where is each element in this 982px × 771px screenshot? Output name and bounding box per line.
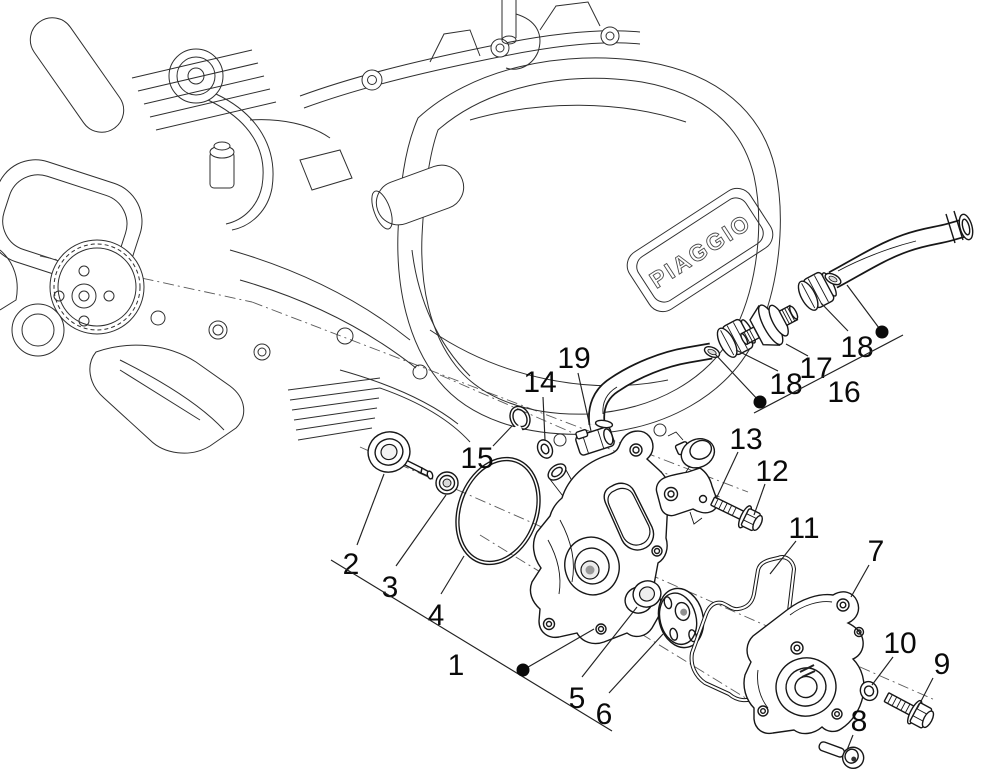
callout-number: 7 bbox=[868, 535, 885, 568]
part-2-bearing-shaft bbox=[367, 431, 434, 480]
leader-line bbox=[542, 396, 546, 441]
leader-line bbox=[846, 734, 854, 751]
leader-line bbox=[820, 302, 849, 332]
callout-10-13: 10 bbox=[871, 627, 917, 686]
part-16-hose-lower bbox=[588, 342, 721, 429]
callout-number: 18 bbox=[769, 368, 802, 401]
leader-line bbox=[753, 483, 766, 516]
callout-number: 4 bbox=[428, 599, 445, 632]
callout-7-12: 7 bbox=[850, 535, 885, 598]
callout-15-6: 15 bbox=[460, 425, 513, 475]
leader-dot bbox=[875, 325, 889, 339]
part-9-bolt bbox=[883, 692, 935, 729]
bracket-line bbox=[330, 559, 613, 732]
part-17-fitting bbox=[740, 304, 799, 346]
part-10-washer bbox=[859, 680, 879, 702]
leader-line bbox=[850, 564, 870, 598]
callout-number: 8 bbox=[851, 705, 868, 738]
part-15-snap-ring bbox=[509, 405, 531, 436]
callout-number: 11 bbox=[788, 512, 819, 545]
part-6-impeller bbox=[657, 587, 705, 649]
callout-5-4: 5 bbox=[569, 606, 638, 715]
part-7-pump-cover bbox=[743, 591, 865, 735]
part-18-clamp-right bbox=[797, 271, 837, 311]
callout-number: 19 bbox=[557, 342, 590, 375]
part-5-bushing bbox=[624, 580, 662, 614]
piaggio-badge: PIAGGIO bbox=[626, 187, 774, 313]
callout-11-11: 11 bbox=[769, 512, 820, 575]
leader-line bbox=[714, 353, 761, 403]
callout-number: 18 bbox=[840, 331, 873, 364]
leader-line bbox=[871, 656, 894, 686]
callout-number: 1 bbox=[448, 649, 465, 682]
leader-line bbox=[769, 540, 797, 575]
engine-assembly: PIAGGIO bbox=[0, 0, 781, 454]
callout-number: 6 bbox=[596, 698, 613, 731]
leader-line bbox=[522, 628, 595, 671]
callout-number: 2 bbox=[343, 548, 360, 581]
part-14-washer bbox=[536, 439, 554, 459]
callout-number: 3 bbox=[382, 571, 399, 604]
leader-line bbox=[846, 284, 883, 333]
callout-3-1: 3 bbox=[382, 494, 447, 604]
callout-number: 13 bbox=[729, 423, 762, 456]
callout-17-16: 17 bbox=[785, 343, 833, 385]
part-3-seal bbox=[435, 471, 459, 495]
callout-1-3: 1 bbox=[330, 559, 613, 732]
part-13-bracket bbox=[655, 431, 719, 525]
callout-18-18: 18 bbox=[820, 302, 874, 364]
callout-number: 10 bbox=[883, 627, 916, 660]
callout-16-19: 16 bbox=[714, 284, 904, 414]
callout-18-17: 18 bbox=[735, 349, 803, 401]
part-16-hose-upper bbox=[824, 210, 974, 289]
leader-line bbox=[395, 494, 447, 567]
callout-number: 16 bbox=[827, 376, 860, 409]
part-12-bolt bbox=[710, 496, 763, 532]
part-4-o-ring bbox=[455, 456, 541, 566]
callout-2-0: 2 bbox=[343, 473, 385, 581]
leader-dot bbox=[753, 395, 767, 409]
callout-number: 14 bbox=[523, 366, 556, 399]
leader-line bbox=[492, 425, 513, 447]
leader-line bbox=[577, 372, 592, 432]
leader-line bbox=[916, 677, 934, 710]
callout-4-2: 4 bbox=[428, 555, 465, 632]
leader-line bbox=[715, 451, 739, 500]
bracket-line bbox=[753, 334, 904, 414]
leader-line bbox=[581, 606, 638, 678]
callout-number: 17 bbox=[799, 352, 832, 385]
callout-12-10: 12 bbox=[753, 455, 789, 516]
leader-line bbox=[440, 555, 465, 595]
part-19-fitting bbox=[575, 426, 615, 456]
callout-number: 12 bbox=[755, 455, 788, 488]
part-8-screw bbox=[818, 741, 865, 769]
callout-14-7: 14 bbox=[523, 366, 557, 441]
callout-19-8: 19 bbox=[557, 342, 592, 432]
leader-dot bbox=[516, 663, 530, 677]
callout-number: 15 bbox=[460, 442, 493, 475]
callout-6-5: 6 bbox=[596, 633, 664, 731]
part-1-pump-housing bbox=[529, 430, 671, 645]
callout-number: 5 bbox=[569, 682, 586, 715]
callout-9-14: 9 bbox=[916, 648, 951, 710]
callout-number: 9 bbox=[934, 648, 951, 681]
leader-line bbox=[356, 473, 385, 546]
callout-8-15: 8 bbox=[846, 705, 868, 751]
leader-line bbox=[735, 349, 779, 372]
callout-13-9: 13 bbox=[715, 423, 763, 500]
leader-line bbox=[785, 343, 809, 357]
leader-line bbox=[608, 633, 664, 694]
